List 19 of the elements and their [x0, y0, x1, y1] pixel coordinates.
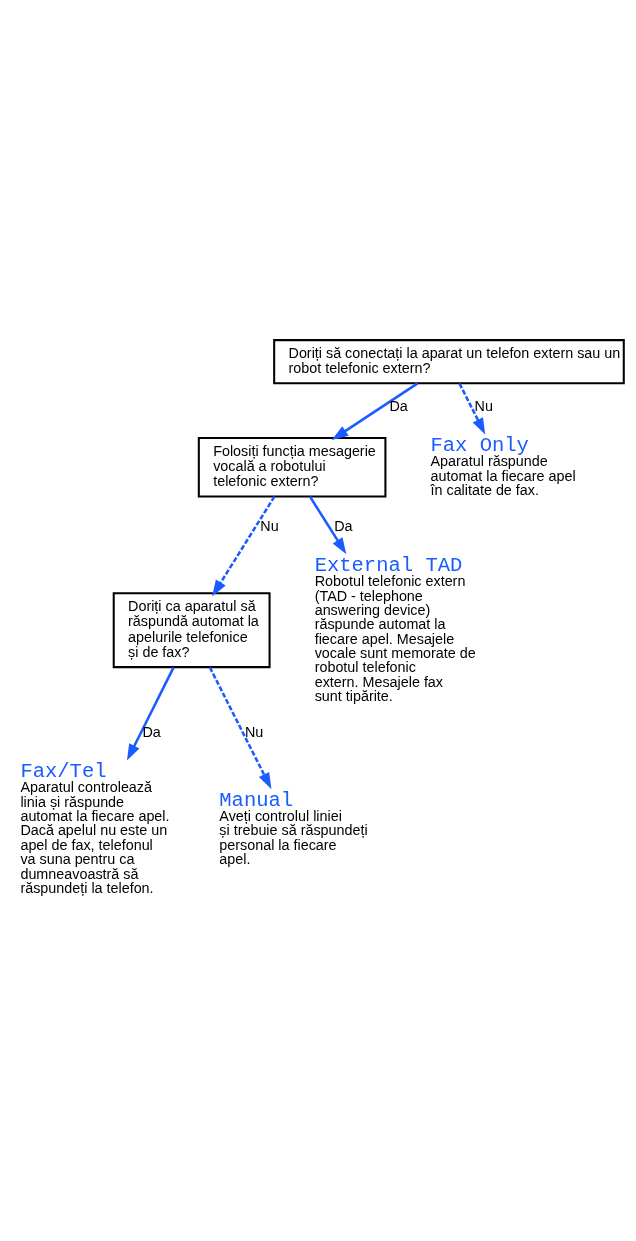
node-text: External TAD Robotul telefonic extern (TAD - telephone answering device) răspunde automat la fiecare apel. Mesajele vocale sunt memorate de robotul telefonic extern. Mesajele fax sunt tipărite.: [314, 553, 476, 705]
edge-label: Da: [389, 398, 408, 415]
edge-label: Nu: [244, 724, 264, 741]
arrow: [308, 495, 347, 555]
edge-label: Da: [334, 518, 353, 534]
arrow: [331, 382, 419, 441]
arrow: [126, 666, 175, 761]
node-text: Manual Aveți controlul liniei și trebuie să răspundeți personal la fiecare apel.: [219, 788, 368, 868]
node-text: Fax Only Aparatul răspunde automat la fiecare apel în calitate de fax.: [430, 433, 576, 499]
edge-label: Nu: [260, 518, 279, 534]
arrow: [208, 666, 272, 790]
node-box: Doriți să conectați la aparat un telefon extern sau un robot telefonic extern?: [273, 339, 625, 385]
node-text: Fax/Tel Aparatul controlează linia și răspunde automat la fiecare apel. Dacă apelul nu este un apel de fax, telefonul va suna pentru ca dumneavoastră să răspundeți la telefon.: [20, 759, 170, 896]
node-box: Doriți ca aparatul să răspundă automat la apelurile telefonice și de fax?: [112, 592, 271, 669]
edge-label: Nu: [474, 398, 493, 415]
arrow: [458, 383, 486, 435]
node-box: Folosiți funcția mesagerie vocală a robotului telefonic extern?: [197, 437, 387, 498]
arrow: [212, 496, 276, 597]
edge-label: Da: [142, 724, 161, 741]
